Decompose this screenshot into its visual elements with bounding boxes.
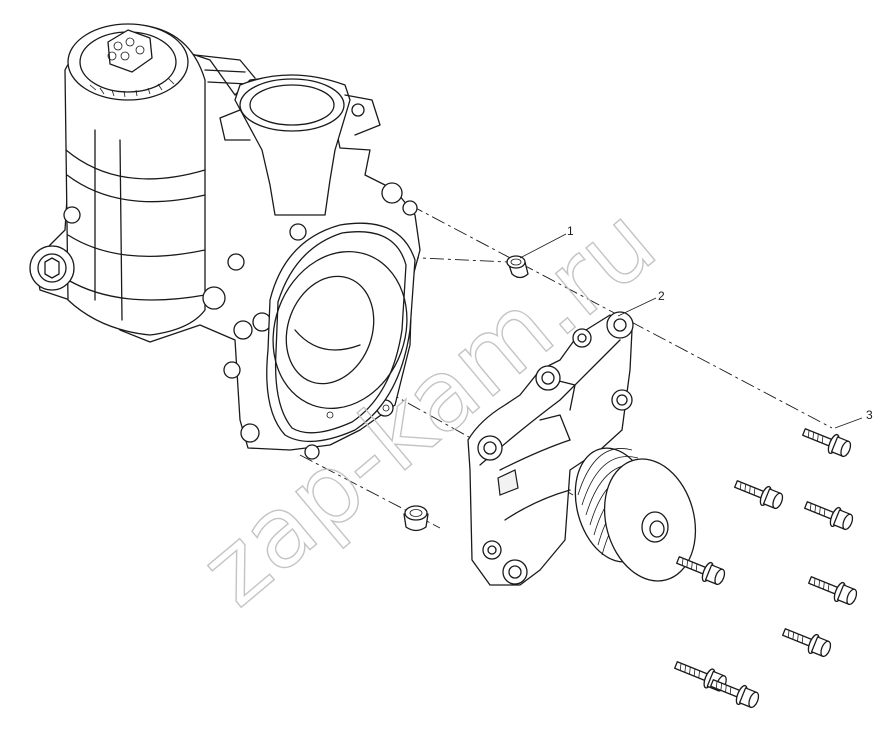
- dowel-sleeve-lower: [403, 505, 429, 532]
- flange-bolts: [674, 428, 858, 709]
- bolt: [734, 480, 784, 510]
- callout-3: 3: [834, 408, 873, 429]
- bolt: [808, 576, 858, 606]
- callout-1-label: 1: [567, 224, 574, 238]
- filter-cap-hex: [107, 29, 153, 73]
- bolt: [782, 628, 832, 658]
- water-pump: [467, 311, 697, 586]
- bolt: [676, 556, 726, 586]
- pump-recess: [266, 222, 416, 443]
- callout-2-label: 2: [658, 289, 665, 303]
- callout-3-label: 3: [866, 408, 873, 422]
- callout-1: 1: [519, 224, 574, 259]
- bolt: [804, 501, 854, 531]
- bolt: [710, 679, 760, 709]
- callout-2: 2: [617, 289, 665, 317]
- bolt: [802, 428, 852, 458]
- dowel-sleeve-upper: [506, 255, 529, 279]
- engine-front-housing: [29, 23, 421, 460]
- drain-plug: [29, 245, 75, 291]
